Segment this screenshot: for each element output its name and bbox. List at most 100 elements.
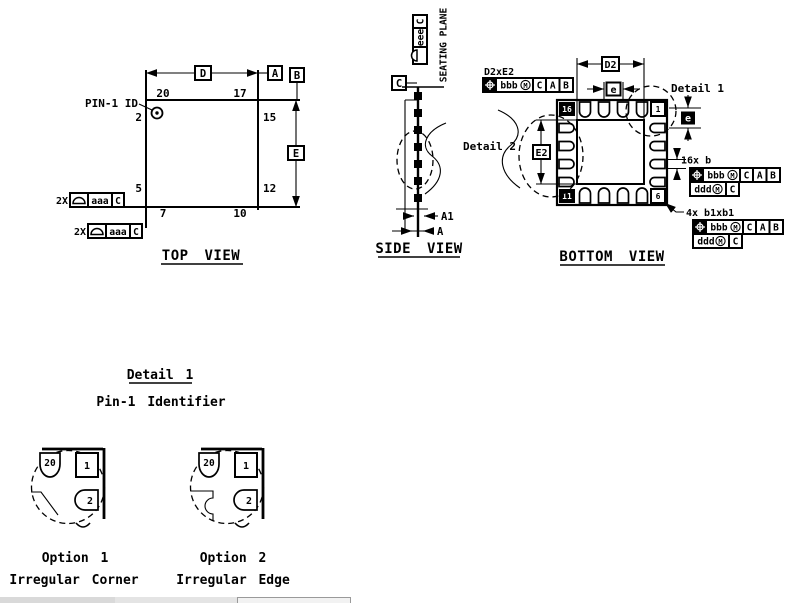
seating-plane-label: SEATING PLANE (439, 8, 450, 83)
datum-b-label: B (294, 70, 300, 82)
window-edge-segment-1 (0, 597, 115, 603)
option2-bottom-pad-arc (234, 522, 250, 528)
dim-d2-label: D2 (604, 60, 616, 71)
position-symbol-icon (692, 170, 702, 180)
fcf1-tol: aaa (91, 196, 108, 207)
datum-b: B (289, 67, 305, 99)
option2-irregular-edge-shape (191, 490, 214, 521)
fcf-pad-d2: A (550, 81, 556, 92)
fcf-corner1-d2: A (760, 223, 766, 234)
pin-number-5: 5 (135, 182, 142, 195)
side-lead (414, 109, 422, 117)
side-lead (414, 92, 422, 100)
side-lead (414, 177, 422, 185)
detail1-label: Detail 1 (671, 82, 724, 95)
fcf1-datum: C (115, 196, 121, 207)
option1-label: Option 1 (42, 551, 109, 566)
detail2-label: Detail 2 (463, 140, 516, 153)
pin1-option-1: 20 1 2 Option 1 Irregular Corner (9, 447, 139, 588)
pin1-marker-dot (155, 111, 159, 115)
dim-e: E (287, 100, 305, 207)
corner-lead-callout: 4x b1xb1 bbb M C A B ddd M C (664, 202, 784, 249)
dim-e2: E2 (532, 119, 576, 185)
option2-label: Option 2 (200, 551, 267, 566)
m-modifier-icon (730, 221, 741, 233)
fcf-corner2-d1: C (733, 237, 739, 248)
position-symbol-icon (695, 222, 705, 232)
exposed-pad-callout: D2xE2 bbb M C A B (482, 67, 574, 93)
corner-pin-11: 11 (562, 192, 572, 201)
corner-pad-6 (650, 188, 666, 204)
bottom-view: Detail 2 16 1 11 6 (463, 56, 784, 266)
exposed-pad-outline (576, 119, 645, 185)
fcf-pad-d1: C (537, 81, 543, 92)
m-modifier-icon (520, 79, 531, 91)
fcf-corner2-tol: ddd (697, 237, 714, 248)
dim-a1: A1 (396, 208, 454, 223)
fcf-corner1-d1: C (747, 223, 753, 234)
dim-a: A (392, 226, 444, 238)
detail2-zone-ellipse (518, 114, 584, 198)
detail2-zone-curve (497, 109, 521, 189)
datum-a: A (267, 65, 283, 81)
fcf-lead2-mod: M (715, 186, 719, 194)
option2-pad-2 (233, 489, 258, 511)
fcf-corner2-mod: M (718, 238, 722, 246)
pin-number-17: 17 (233, 87, 246, 100)
profile-of-surface-icon (410, 49, 418, 62)
fcf-corner1-d3: B (773, 223, 779, 234)
detail1-title: Detail 1 (127, 368, 194, 383)
option1-irregular-corner-shape (31, 491, 59, 516)
side-lead (414, 126, 422, 134)
detail2-zone-side (396, 122, 447, 195)
fcf-profile-bottom: 2X aaa C (74, 223, 143, 239)
profile-of-surface-icon (90, 227, 104, 236)
lead-dim-label: 16x b (681, 156, 711, 167)
option1-pad-1 (75, 452, 99, 478)
pin1-identifier: PIN-1 ID (85, 97, 164, 120)
fcf-pad-d3: B (563, 81, 569, 92)
corner-pad-11 (559, 189, 575, 203)
option1-pin-2: 2 (87, 496, 93, 507)
dim-e-top: e (587, 81, 640, 100)
side-lead (414, 143, 422, 151)
position-symbol-icon (485, 80, 495, 90)
detail1-zone-circle (625, 85, 677, 137)
pin1-marker-icon (150, 106, 164, 120)
detail1-callout: Detail 1 (625, 82, 724, 137)
side-lead (414, 194, 422, 202)
pin1-option-2: 20 1 2 Option 2 Irregular Edge (176, 447, 290, 588)
option1-pin-20: 20 (44, 458, 56, 469)
fcf-lead2-d1: C (730, 185, 736, 196)
dim-d2: D2 (576, 56, 645, 119)
option2-pin-2: 2 (246, 496, 252, 507)
side-datum-c-label: C (396, 78, 402, 90)
top-view: D A B E PIN-1 ID 20 17 2 15 5 12 (56, 65, 305, 265)
bottom-view-title: BOTTOM VIEW (559, 249, 664, 265)
fcf1-qty: 2X (56, 196, 68, 207)
fcf-lead1-d3: B (770, 171, 776, 182)
pin-number-12: 12 (263, 182, 276, 195)
fcf-lead2-tol: ddd (694, 185, 711, 196)
corner-pin-16: 16 (562, 105, 572, 114)
window-edge-segment-2 (115, 597, 237, 603)
option1-sublabel: Irregular Corner (9, 573, 138, 588)
corner-pads: 16 1 11 6 (559, 101, 666, 204)
fcf-corner1-mod: M (733, 224, 737, 232)
pin-number-2: 2 (135, 111, 142, 124)
option1-pad-2 (74, 489, 99, 511)
pin-number-15: 15 (263, 111, 276, 124)
option2-pad-1 (234, 452, 258, 478)
fcf2-qty: 2X (74, 227, 86, 238)
side-view-title: SIDE VIEW (375, 241, 462, 257)
option2-pin-1: 1 (243, 461, 249, 472)
fcf-lead1-d2: A (757, 171, 763, 182)
m-modifier-icon (727, 169, 738, 181)
m-modifier-icon (715, 235, 726, 247)
option1-pad-20 (39, 452, 61, 478)
corner-lead-label: 4x b1xb1 (686, 208, 734, 219)
fcf-lead1-d1: C (744, 171, 750, 182)
fcf-pad-mod: M (523, 82, 527, 90)
dim-e-label: E (293, 148, 299, 160)
